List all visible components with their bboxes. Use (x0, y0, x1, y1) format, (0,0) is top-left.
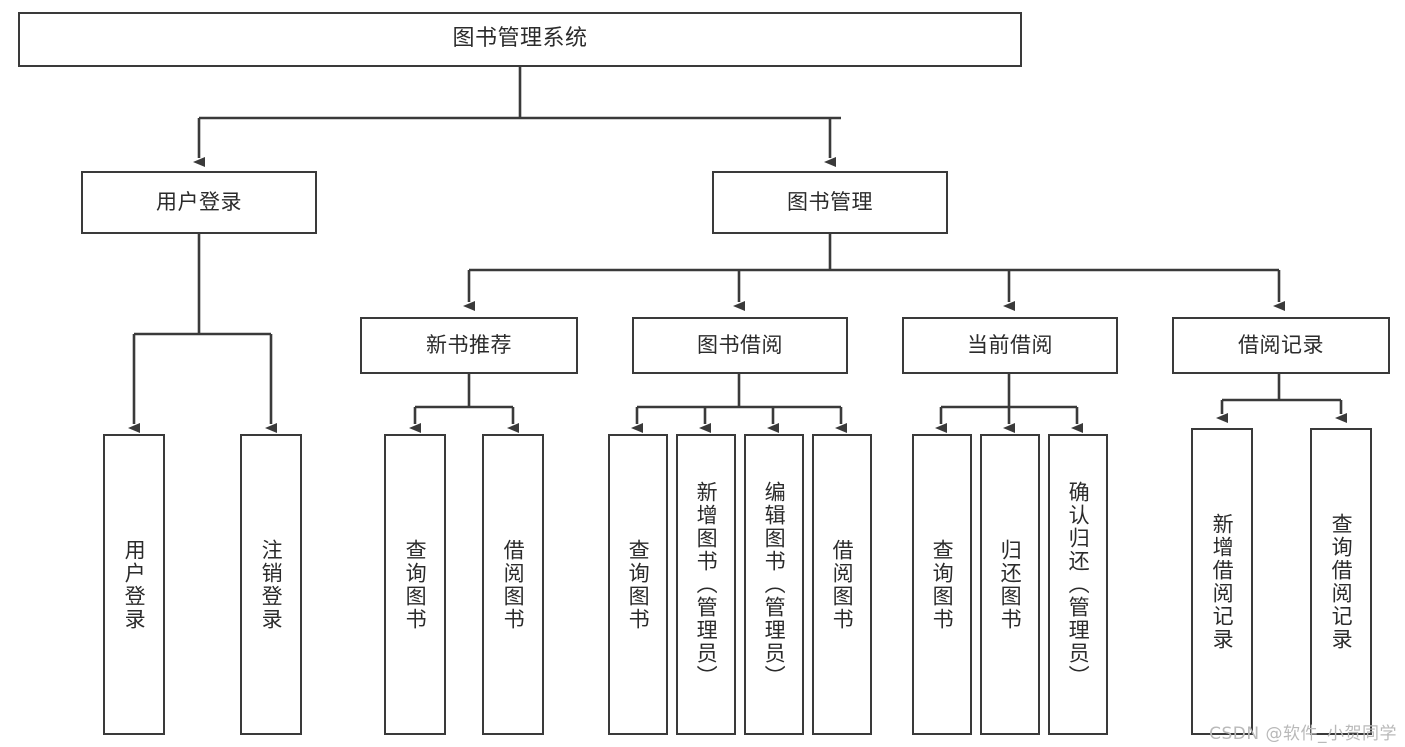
csdn-watermark: CSDN @软件_小贺同学 (1209, 724, 1397, 744)
node-label: 新增图书（管理员） (694, 481, 719, 688)
node-label: 查询图书 (930, 538, 955, 631)
node-leaf-borrow-book-1[interactable]: 借阅图书 (482, 434, 544, 735)
node-borrow-record[interactable]: 借阅记录 (1172, 317, 1390, 374)
node-leaf-query-record[interactable]: 查询借阅记录 (1310, 428, 1372, 735)
node-label: 当前借阅 (967, 332, 1053, 357)
node-label: 确认归还（管理员） (1066, 481, 1091, 688)
node-leaf-query-book-1[interactable]: 查询图书 (384, 434, 446, 735)
node-label: 查询图书 (403, 538, 428, 631)
node-user-login[interactable]: 用户登录 (81, 171, 317, 234)
node-label: 查询借阅记录 (1329, 512, 1354, 651)
node-leaf-query-book-2[interactable]: 查询图书 (608, 434, 668, 735)
node-label: 用户登录 (156, 189, 242, 214)
node-label: 用户登录 (122, 538, 147, 631)
node-leaf-query-book-3[interactable]: 查询图书 (912, 434, 972, 735)
node-label: 编辑图书（管理员） (762, 481, 787, 688)
node-leaf-return-book[interactable]: 归还图书 (980, 434, 1040, 735)
node-label: 新书推荐 (426, 332, 512, 357)
node-label: 借阅记录 (1238, 332, 1324, 357)
node-label: 图书管理系统 (452, 26, 588, 52)
node-label: 借阅图书 (501, 538, 526, 631)
node-leaf-logout[interactable]: 注销登录 (240, 434, 302, 735)
node-new-book-recommend[interactable]: 新书推荐 (360, 317, 578, 374)
node-leaf-edit-book[interactable]: 编辑图书（管理员） (744, 434, 804, 735)
node-label: 借阅图书 (830, 538, 855, 631)
node-leaf-add-book[interactable]: 新增图书（管理员） (676, 434, 736, 735)
node-book-manage[interactable]: 图书管理 (712, 171, 948, 234)
node-current-borrow[interactable]: 当前借阅 (902, 317, 1118, 374)
node-label: 注销登录 (259, 538, 284, 631)
node-label: 查询图书 (626, 538, 651, 631)
node-leaf-user-login[interactable]: 用户登录 (103, 434, 165, 735)
node-leaf-borrow-book-2[interactable]: 借阅图书 (812, 434, 872, 735)
node-label: 图书管理 (787, 189, 873, 214)
node-label: 图书借阅 (697, 332, 783, 357)
node-label: 归还图书 (998, 538, 1023, 631)
node-book-borrow[interactable]: 图书借阅 (632, 317, 848, 374)
node-root-title[interactable]: 图书管理系统 (18, 12, 1022, 67)
node-leaf-add-record[interactable]: 新增借阅记录 (1191, 428, 1253, 735)
node-label: 新增借阅记录 (1210, 512, 1235, 651)
node-leaf-confirm-return[interactable]: 确认归还（管理员） (1048, 434, 1108, 735)
